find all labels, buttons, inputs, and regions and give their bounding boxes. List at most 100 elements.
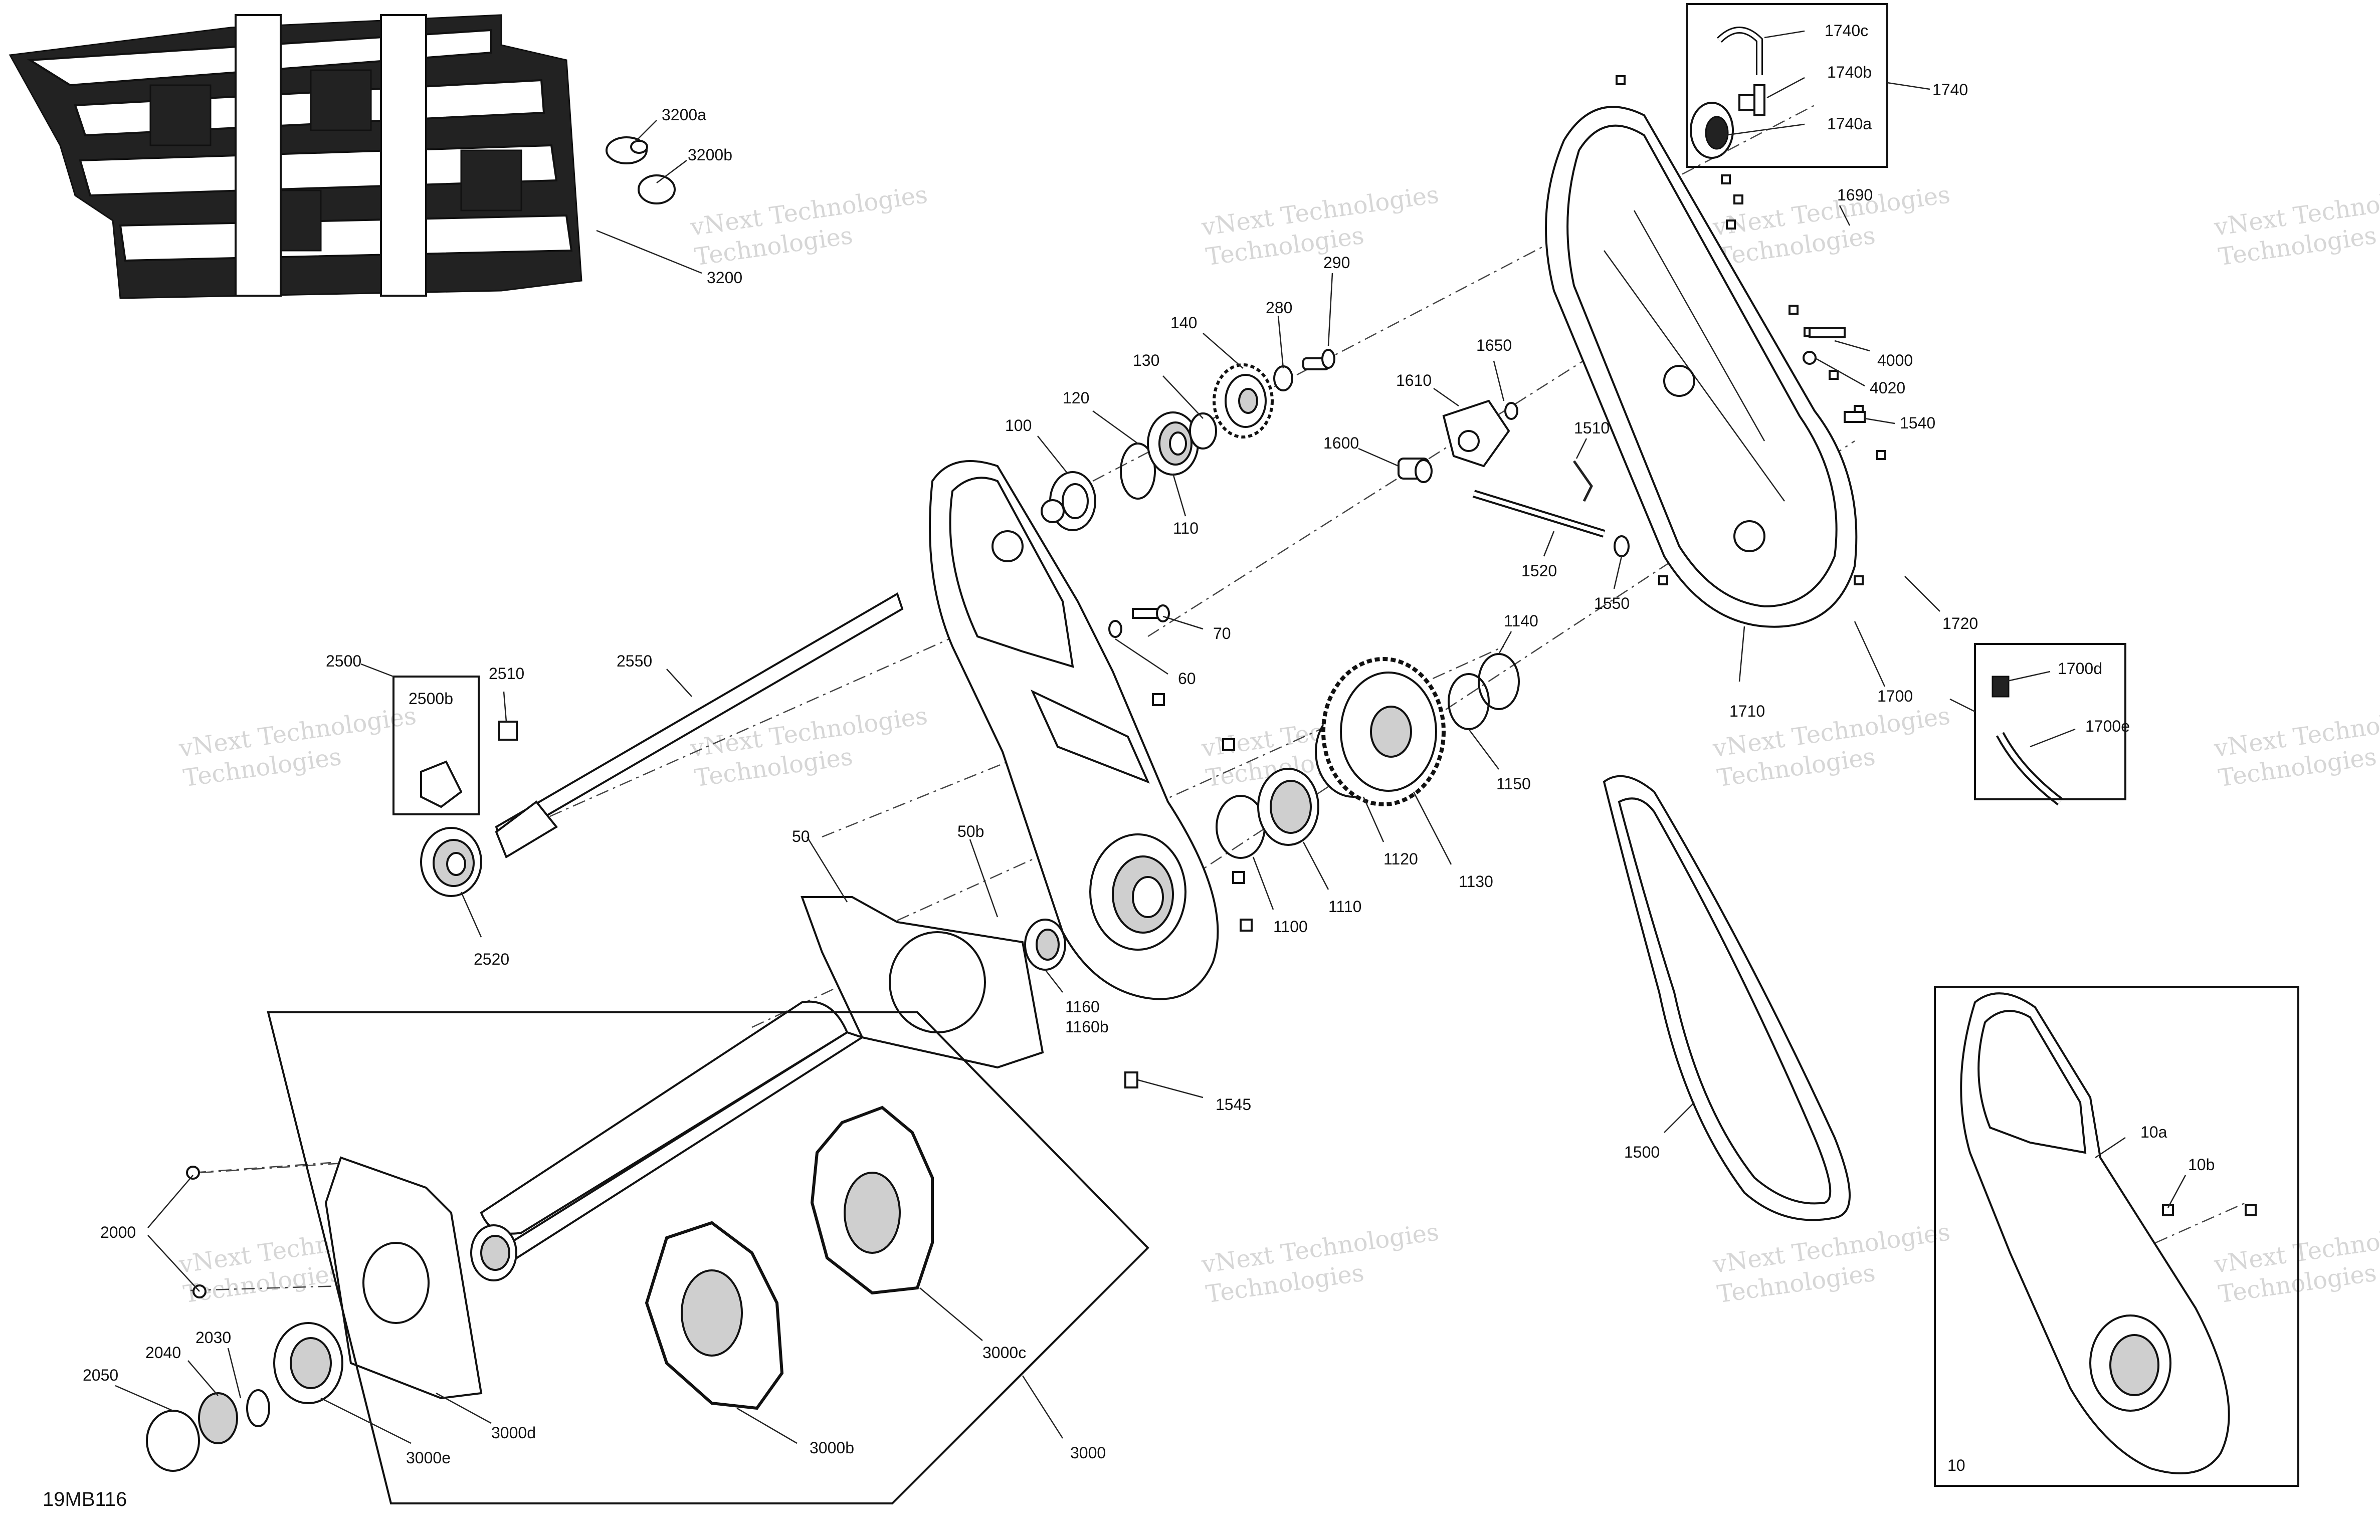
callout-1140: 1140 (1504, 612, 1538, 630)
callout-1545: 1545 (1216, 1095, 1251, 1114)
callout-100: 100 (1005, 416, 1032, 434)
callout-2520: 2520 (474, 950, 509, 968)
callout-140: 140 (1170, 314, 1197, 332)
callout-2550: 2550 (617, 652, 652, 670)
callout-70: 70 (1213, 624, 1231, 642)
drive-belt-1500 (1603, 775, 1851, 1221)
sprocket-3000b (645, 1221, 784, 1410)
callout-1740c: 1740c (1825, 22, 1868, 40)
callout-10: 10 (1947, 1456, 1965, 1474)
callout-labels: 3200a 3200b 3200 1740c 1740b 1740 1740a … (83, 22, 2215, 1474)
callout-2050: 2050 (83, 1366, 118, 1384)
ring-1550 (1614, 535, 1630, 557)
clip-1650 (1504, 402, 1518, 420)
callout-1740b: 1740b (1827, 63, 1872, 81)
callout-2500b: 2500b (409, 690, 453, 708)
callout-1160b: 1160b (1065, 1018, 1109, 1036)
sprocket-3000c (810, 1106, 934, 1295)
callout-1740: 1740 (1932, 81, 1968, 99)
callout-1720: 1720 (1942, 614, 1978, 632)
callout-2510: 2510 (489, 665, 524, 683)
callout-2030: 2030 (195, 1329, 231, 1347)
callout-1700: 1700 (1877, 687, 1913, 705)
lever-1610 (1442, 399, 1510, 468)
callout-10b: 10b (2188, 1156, 2215, 1174)
callout-1600: 1600 (1323, 434, 1359, 452)
inset-box-10 (1934, 986, 2299, 1487)
callout-1100: 1100 (1273, 918, 1308, 936)
bearing-1110 (1257, 768, 1319, 846)
callout-110: 110 (1173, 519, 1199, 537)
callout-4020: 4020 (1870, 379, 1905, 397)
callout-3000: 3000 (1070, 1444, 1106, 1462)
bearing-1160 (1024, 919, 1066, 971)
callout-1740a: 1740a (1827, 115, 1872, 133)
bracket-2500b (420, 760, 463, 808)
circlip-1140 (1478, 653, 1520, 710)
clip-3200b (638, 174, 676, 204)
bearing-110 (1147, 411, 1199, 476)
circlip-1150 (1448, 673, 1490, 730)
callout-3200b: 3200b (688, 146, 732, 164)
callout-3200a: 3200a (662, 106, 706, 124)
callout-1700e: 1700e (2085, 717, 2130, 735)
shaft-1520 (1472, 490, 1606, 538)
sprocket-140 (1213, 363, 1274, 438)
detail-box-2500 (392, 676, 480, 815)
callout-1700d: 1700d (2058, 659, 2102, 678)
bolt-290 (1302, 349, 1335, 370)
bolt-2000 (186, 1166, 207, 1298)
callout-3000e: 3000e (406, 1449, 451, 1467)
callout-280: 280 (1266, 299, 1292, 317)
detail-box-1740 (1686, 3, 1888, 168)
fitting-1740b (1738, 84, 1765, 116)
roller-1600 (1398, 458, 1433, 483)
bolt-1540 (1844, 411, 1866, 423)
callout-1550: 1550 (1594, 594, 1630, 612)
hose-1740c (1717, 27, 1763, 75)
callout-4000: 4000 (1877, 351, 1913, 369)
nut-2510 (498, 721, 518, 741)
callout-2040: 2040 (145, 1344, 181, 1362)
nuts (1124, 693, 1253, 1088)
callout-1650: 1650 (1476, 336, 1512, 354)
seal-1740a (1690, 102, 1734, 159)
leader-lines (115, 30, 2187, 1444)
seal-3000e (273, 1322, 343, 1404)
parts-2030-2040-2050 (146, 1389, 270, 1472)
diagram-code: 19MB116 (43, 1488, 127, 1510)
callout-3200: 3200 (707, 269, 742, 287)
bolt-4000 (1803, 327, 1846, 365)
callout-50: 50 (792, 827, 810, 845)
washer-60 (1108, 620, 1122, 638)
callout-60: 60 (1178, 670, 1196, 688)
washer-280 (1273, 365, 1293, 391)
callout-3000c: 3000c (982, 1344, 1026, 1362)
inset-case-10 (1960, 992, 2257, 1474)
callout-290: 290 (1323, 254, 1350, 272)
kit-frame-3000 (267, 1011, 1149, 1504)
callout-3000b: 3000b (810, 1439, 854, 1457)
callout-1710: 1710 (1729, 702, 1765, 720)
outer-cover-1710 (1545, 106, 1858, 628)
callout-120: 120 (1063, 389, 1089, 407)
clip-3200a (606, 136, 648, 164)
callout-1130: 1130 (1459, 872, 1493, 891)
gasket-50 (801, 896, 1044, 1069)
callout-130: 130 (1133, 351, 1159, 369)
callout-1690: 1690 (1837, 186, 1873, 204)
callout-2500: 2500 (326, 652, 361, 670)
frames (267, 3, 2299, 1504)
drive-shaft-3000 (470, 1000, 865, 1281)
hose-1700e (1996, 732, 2063, 806)
